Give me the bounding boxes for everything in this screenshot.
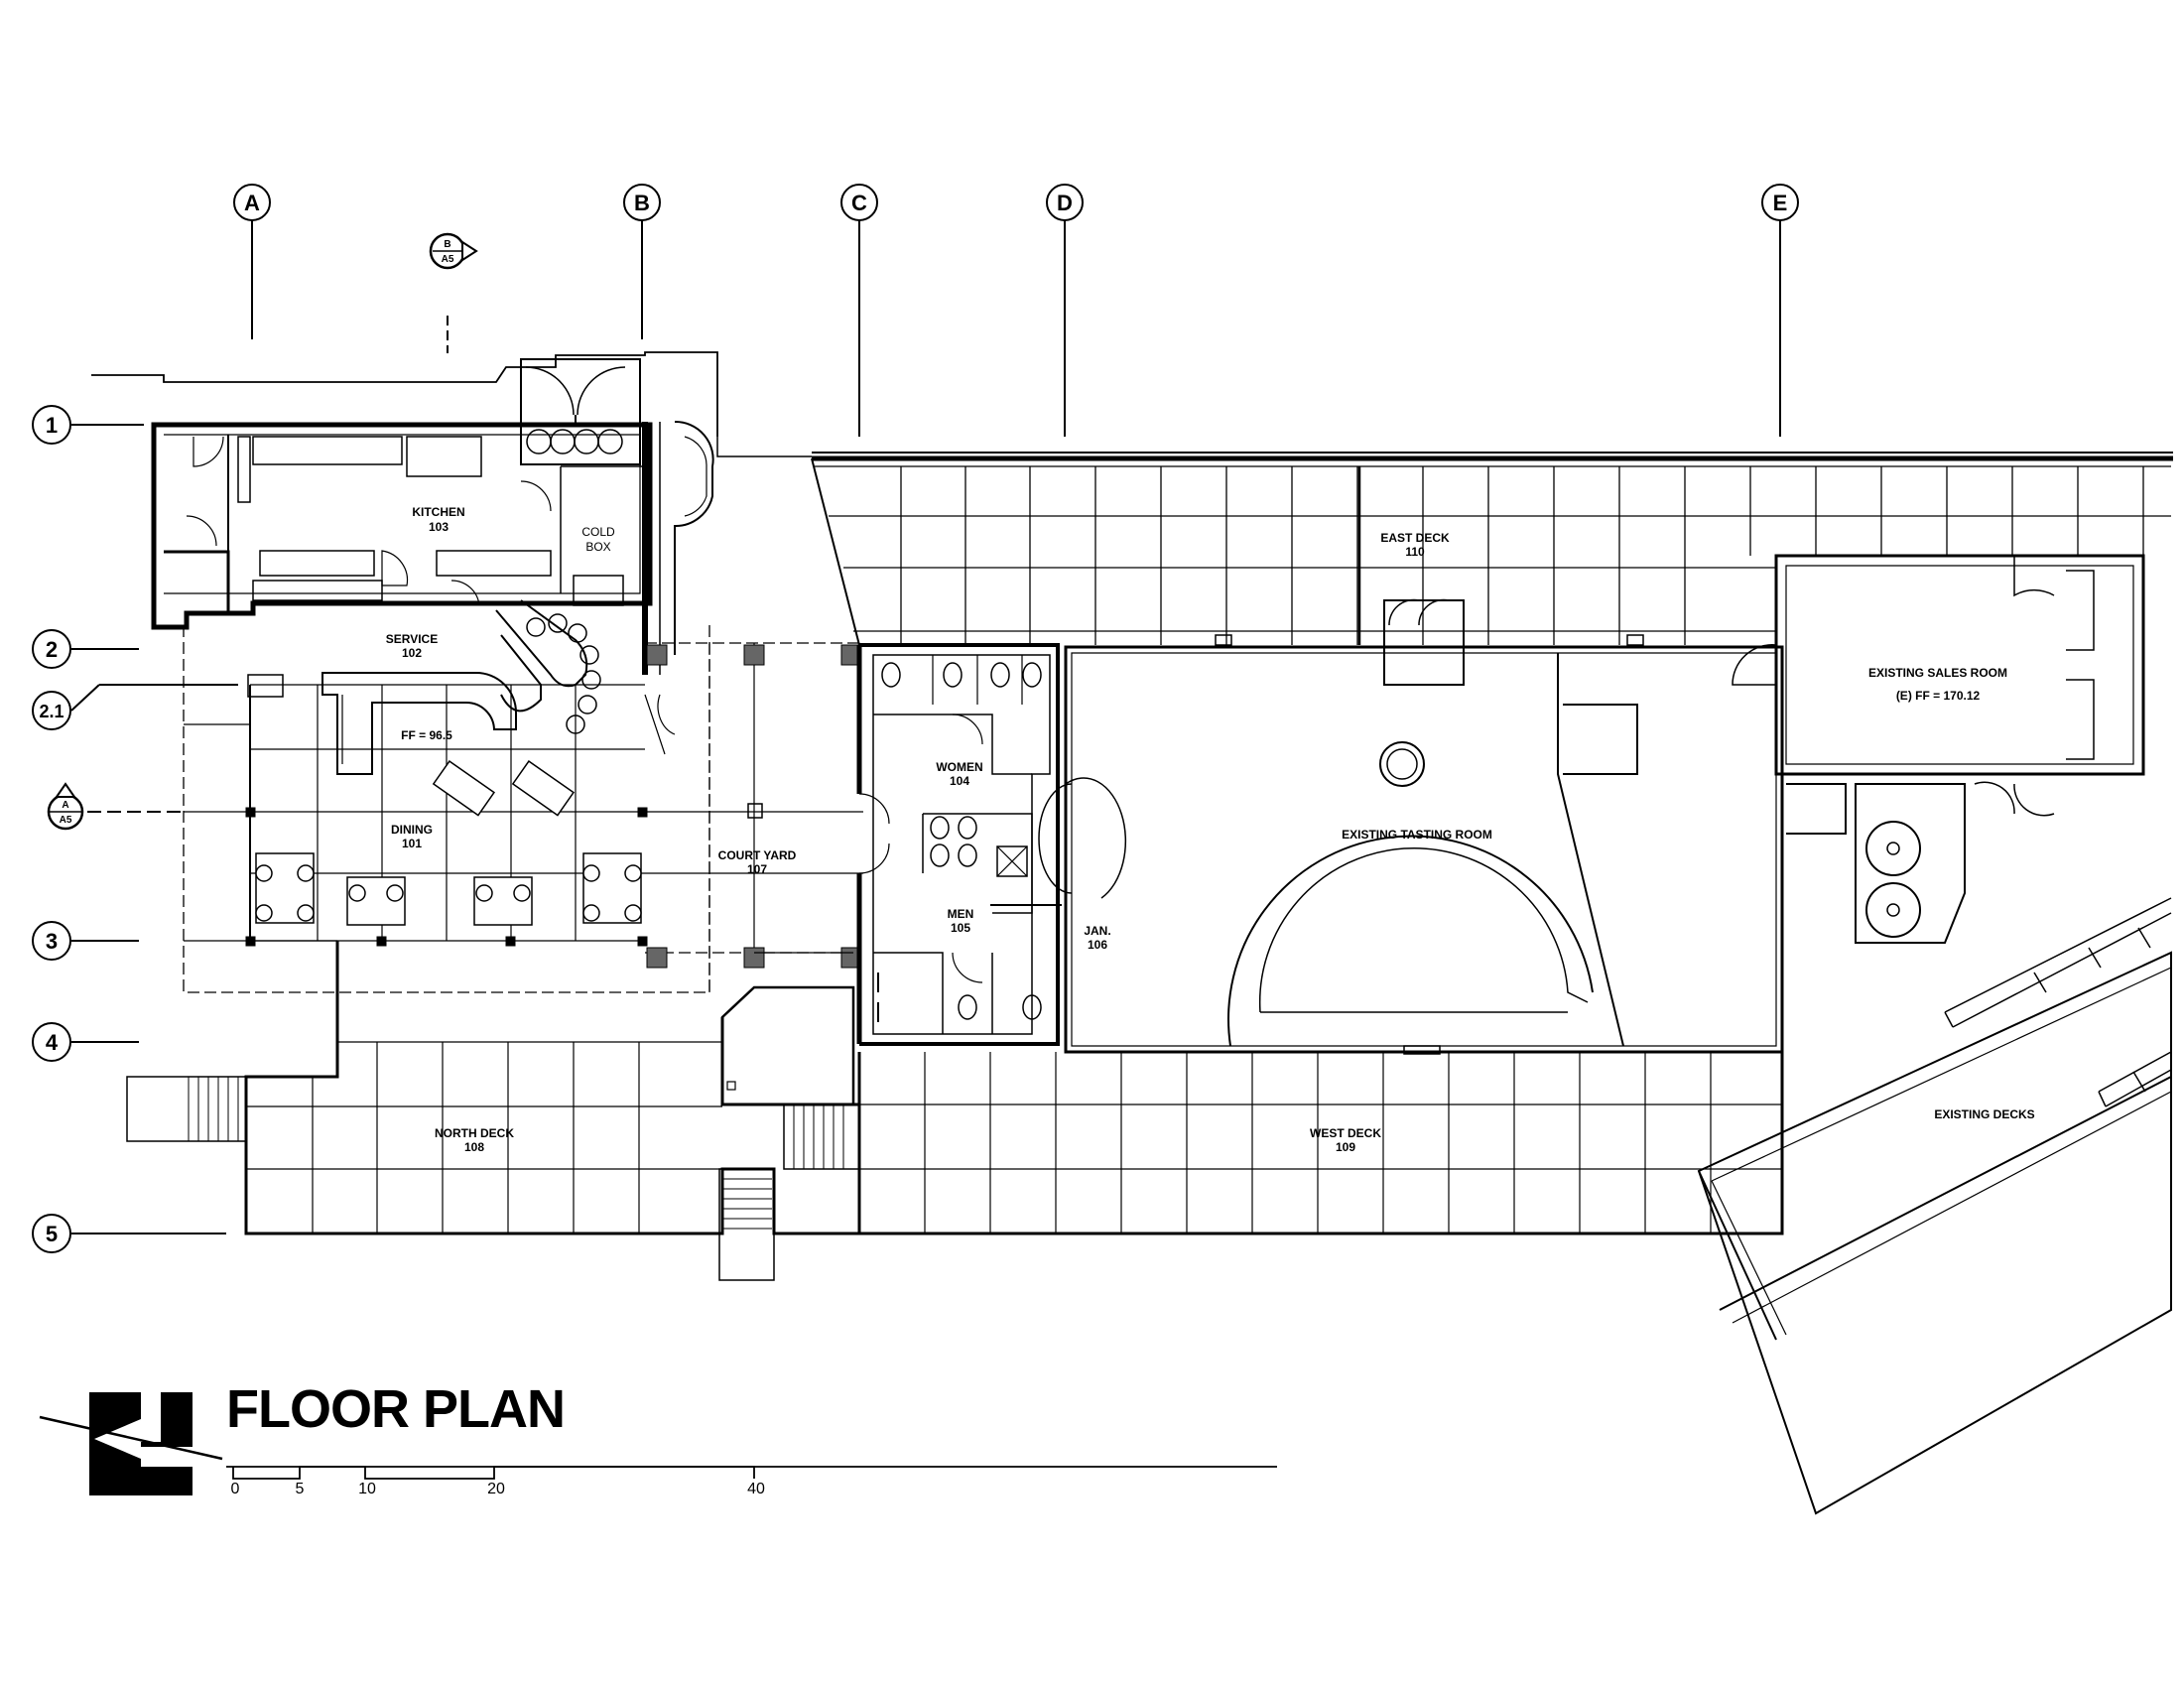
svg-text:103: 103 [429,520,449,534]
east-deck-tiles [814,465,2171,645]
west-deck [857,1052,1784,1235]
svg-text:B: B [634,191,650,215]
svg-text:E: E [1773,191,1788,215]
svg-text:110: 110 [1405,545,1425,559]
room-label-north-deck: NORTH DECK 108 [435,1126,514,1154]
scale-tick-0: 0 [231,1481,240,1497]
svg-text:MEN: MEN [948,907,974,921]
existing-sales-room [1732,554,2145,944]
svg-text:A: A [244,191,260,215]
room-label-west-deck: WEST DECK 109 [1310,1126,1381,1154]
room-label-east-deck: EAST DECK 110 [1380,531,1450,559]
room-label-tasting-room: EXISTING TASTING ROOM [1342,828,1492,842]
row-grid [70,424,238,1234]
svg-text:A: A [62,800,68,811]
restroom-block [856,643,1062,1046]
grid-bubble-4: 4 [32,1022,71,1062]
dining-tables [255,760,642,926]
svg-text:EAST DECK: EAST DECK [1380,531,1450,545]
svg-text:COLD: COLD [581,525,615,539]
grid-bubble-c: C [840,184,878,221]
scale-tick-20: 20 [487,1481,505,1497]
svg-text:2.1: 2.1 [39,702,64,721]
kitchen-block [91,351,718,630]
svg-text:KITCHEN: KITCHEN [412,505,464,519]
service-floor-elevation: FF = 96.5 [401,728,452,742]
svg-text:B: B [444,239,450,250]
room-label-sales-room: EXISTING SALES ROOM (E) FF = 170.12 [1868,666,2007,703]
existing-decks [1697,897,2172,1515]
svg-text:WEST DECK: WEST DECK [1310,1126,1381,1140]
svg-text:109: 109 [1336,1140,1355,1154]
svg-text:106: 106 [1088,938,1107,952]
north-deck [126,941,861,1281]
column-grid [251,220,1781,437]
cold-box [520,358,641,465]
svg-text:2: 2 [46,637,58,662]
scale-bar [226,1466,1277,1480]
grid-bubble-e: E [1761,184,1799,221]
room-label-jan: JAN. 106 [1084,924,1110,952]
court-yard [644,642,863,1106]
svg-text:5: 5 [46,1222,58,1246]
svg-text:107: 107 [747,862,767,876]
grid-bubble-2: 2 [32,629,71,669]
svg-text:4: 4 [46,1030,59,1055]
svg-text:DINING: DINING [391,823,433,837]
svg-text:A5: A5 [60,815,72,826]
svg-text:1: 1 [46,413,58,438]
room-label-court-yard: COURT YARD 107 [718,848,797,876]
section-marker-a: A A5 [47,782,84,831]
service-bar [247,599,601,775]
grid-bubble-d: D [1046,184,1084,221]
svg-text:BOX: BOX [585,540,610,554]
svg-text:104: 104 [950,774,969,788]
svg-text:EXISTING SALES ROOM: EXISTING SALES ROOM [1868,666,2007,680]
scale-tick-10: 10 [358,1481,376,1497]
grid-bubble-1: 1 [32,405,71,445]
svg-text:COURT YARD: COURT YARD [718,848,797,862]
svg-text:105: 105 [951,921,970,935]
room-label-cold-box: COLD BOX [581,525,615,554]
scale-tick-5: 5 [296,1481,305,1497]
svg-text:D: D [1057,191,1073,215]
room-label-existing-decks: EXISTING DECKS [1934,1107,2034,1121]
svg-text:SERVICE: SERVICE [386,632,438,646]
grid-bubble-2-1: 2.1 [32,691,71,730]
svg-text:WOMEN: WOMEN [936,760,982,774]
grid-bubble-b: B [623,184,661,221]
svg-text:JAN.: JAN. [1084,924,1110,938]
room-label-service: SERVICE 102 [386,632,438,660]
room-label-dining: DINING 101 [391,823,433,850]
svg-text:108: 108 [464,1140,484,1154]
north-arrow-icon [39,1392,223,1495]
scale-tick-40: 40 [747,1481,765,1497]
svg-text:101: 101 [402,837,422,850]
svg-text:C: C [851,191,867,215]
grid-bubble-3: 3 [32,921,71,961]
grid-bubble-5: 5 [32,1214,71,1253]
room-label-men: MEN 105 [948,907,974,935]
svg-text:(E) FF = 170.12: (E) FF = 170.12 [1896,689,1981,703]
svg-text:NORTH DECK: NORTH DECK [435,1126,514,1140]
drawing-title: FLOOR PLAN [226,1379,565,1439]
svg-text:102: 102 [402,646,422,660]
room-label-women: WOMEN 104 [936,760,982,788]
room-label-kitchen: KITCHEN 103 [412,505,464,534]
section-marker-b: B A5 [429,232,478,270]
east-deck-edge [811,452,2173,646]
svg-text:A5: A5 [442,254,454,265]
kitchen-walls-east [642,420,812,675]
svg-text:3: 3 [46,929,58,954]
grid-bubble-a: A [233,184,271,221]
